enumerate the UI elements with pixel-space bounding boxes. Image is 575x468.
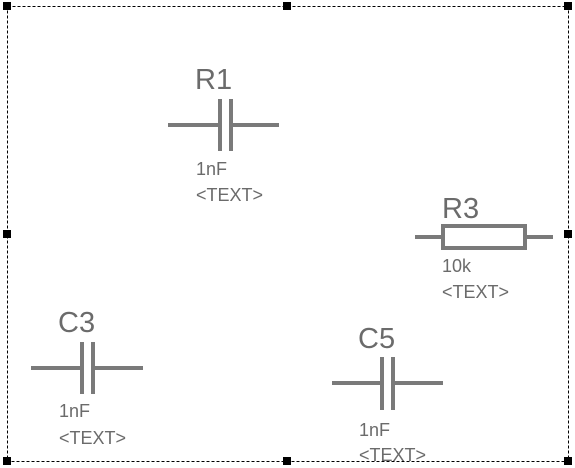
resistor-symbol — [415, 224, 553, 250]
capacitor-symbol — [31, 342, 143, 394]
value-label: 1nF — [59, 401, 90, 421]
value-label: 1nF — [196, 159, 227, 179]
text-label: <TEXT> — [359, 445, 426, 465]
value-label: 1nF — [359, 420, 390, 440]
component-c5[interactable]: C5 1nF <TEXT> — [332, 323, 443, 465]
component-r3[interactable]: R3 10k <TEXT> — [415, 193, 553, 302]
text-label: <TEXT> — [442, 282, 509, 302]
designator-label: C5 — [358, 323, 395, 355]
resize-handle-top-center[interactable] — [283, 2, 291, 10]
capacitor-symbol — [168, 99, 279, 151]
text-label: <TEXT> — [196, 185, 263, 205]
resize-handle-bottom-center[interactable] — [283, 457, 291, 465]
resize-handle-bottom-right[interactable] — [564, 457, 572, 465]
resize-handle-middle-left[interactable] — [3, 230, 11, 238]
component-r1[interactable]: R1 1nF <TEXT> — [168, 64, 279, 205]
resize-handle-middle-right[interactable] — [564, 230, 572, 238]
value-label: 10k — [442, 256, 472, 276]
designator-label: R3 — [442, 193, 479, 225]
capacitor-symbol — [332, 357, 443, 410]
resize-handle-top-left[interactable] — [3, 2, 11, 10]
designator-label: C3 — [58, 307, 95, 339]
designator-label: R1 — [195, 64, 232, 96]
component-c3[interactable]: C3 1nF <TEXT> — [31, 307, 143, 448]
resize-handle-bottom-left[interactable] — [3, 457, 11, 465]
resize-handle-top-right[interactable] — [564, 2, 572, 10]
text-label: <TEXT> — [59, 428, 126, 448]
